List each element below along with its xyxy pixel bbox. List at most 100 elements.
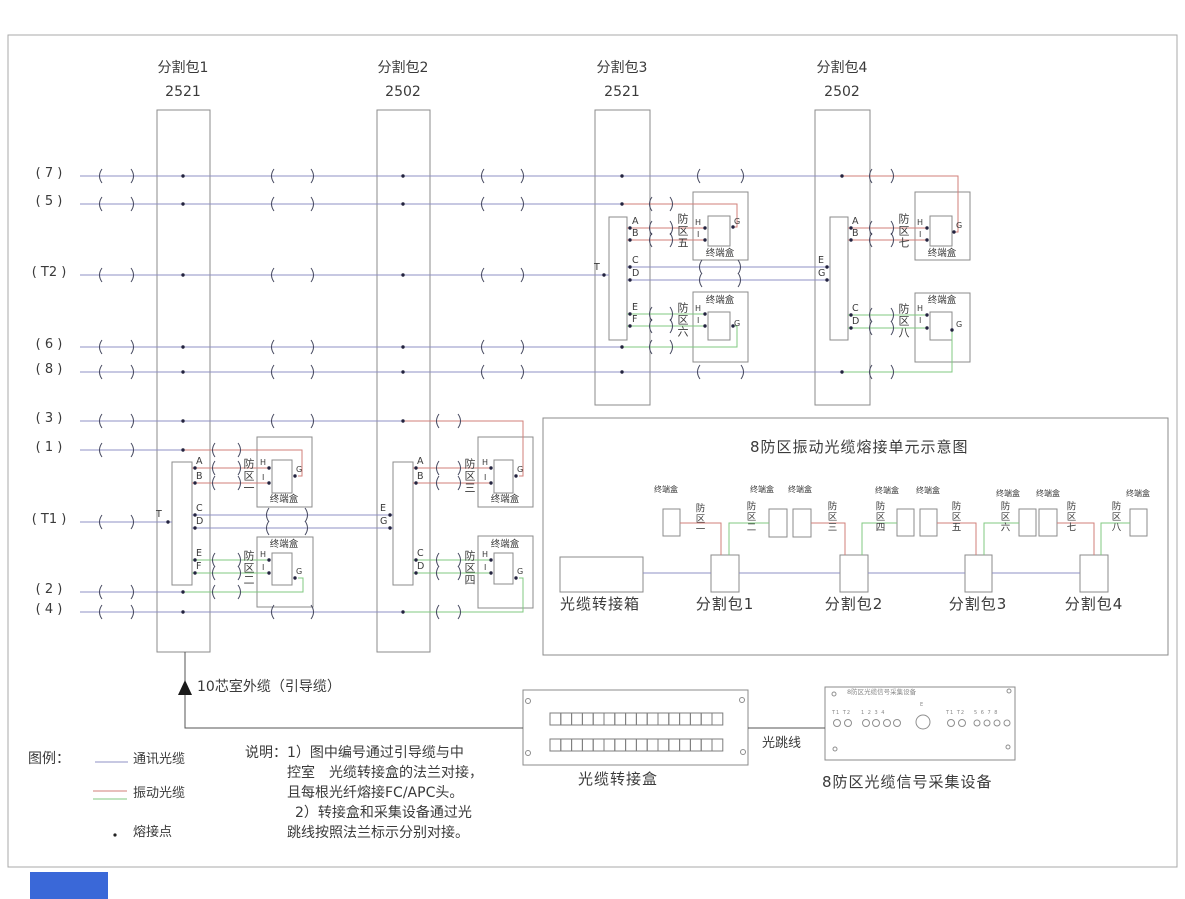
fiber-label-5: ( 5 ) <box>35 194 63 209</box>
unit1-port-t: T <box>156 509 162 520</box>
unit2-port-e: E <box>380 503 387 514</box>
sub-terminal-label: 终端盒 <box>1126 489 1150 498</box>
unit3-port-a: A <box>632 216 639 227</box>
package-box-3 <box>594 109 651 406</box>
unit2-port-g: G <box>380 516 388 527</box>
unit1-port-d: D <box>196 516 204 527</box>
zone-label-5: 防区五 <box>676 213 689 249</box>
fusion-splice-dots <box>166 174 956 614</box>
zone-label-1: 防区一 <box>242 458 255 494</box>
splice-unit-3 <box>608 216 628 341</box>
unit2-port-d: D <box>417 561 425 572</box>
sub-terminal-label: 终端盒 <box>916 486 940 495</box>
zone-label-4: 防区四 <box>463 550 476 586</box>
legend-comm-label: 通讯光缆 <box>133 752 186 767</box>
zone-label-8: 防区八 <box>897 303 910 339</box>
terminal-box-label: 终端盒 <box>927 248 957 259</box>
sub-terminal-label: 终端盒 <box>750 485 774 494</box>
tb3l-g: G <box>734 319 741 328</box>
tb1l-h: H <box>260 550 267 559</box>
unit4-port-g: G <box>818 268 826 279</box>
fiber-label-4: ( 4 ) <box>35 602 63 617</box>
unit1-port-c: C <box>196 503 203 514</box>
legend-splice-dot <box>113 833 117 837</box>
tb2l-h: H <box>482 550 489 559</box>
patch-panel <box>522 689 749 766</box>
sub-package-4 <box>1079 554 1109 593</box>
sub-zone-1: 防区一 <box>693 503 705 535</box>
unit3-port-t: T <box>594 262 600 273</box>
tb4l-g: G <box>956 320 963 329</box>
unit3-port-c: C <box>632 255 639 266</box>
terminal-box-label: 终端盒 <box>269 494 299 505</box>
sub-zone-5: 防区五 <box>949 501 961 533</box>
collector-device <box>824 686 1016 761</box>
package-3-code: 2521 <box>604 84 640 100</box>
unit1-port-f: F <box>196 561 202 572</box>
vibration-back-lines <box>93 313 1130 800</box>
tb4u-g: G <box>956 221 963 230</box>
patch-cord-label: 光跳线 <box>762 736 802 751</box>
tb2u-h: H <box>482 458 489 467</box>
note-line-2: 控室 光缆转接盒的法兰对接， <box>287 765 483 781</box>
sub-package-3-label: 分割包3 <box>948 595 1008 613</box>
tb2u-i: I <box>484 473 487 482</box>
fiber-label-7: ( 7 ) <box>35 166 63 181</box>
legend-splice-label: 熔接点 <box>133 825 173 840</box>
sub-zone-7: 防区七 <box>1064 501 1076 533</box>
unit2-port-c: C <box>417 548 424 559</box>
device-group-4-label: 5 6 7 8 <box>974 710 999 716</box>
device-panel-title: 8防区光缆信号采集设备 <box>847 688 917 696</box>
unit2-port-a: A <box>417 456 424 467</box>
package-1-title: 分割包1 <box>157 60 209 76</box>
unit1-port-e: E <box>196 548 203 559</box>
tb3u-g: G <box>734 217 741 226</box>
comm-fiber-lines <box>80 175 1080 763</box>
terminal-box-label: 终端盒 <box>269 539 299 550</box>
note-line-5: 跳线按照法兰标示分别对接。 <box>287 825 469 841</box>
sub-package-1 <box>710 554 740 593</box>
fiber-label-2: ( 2 ) <box>35 582 63 597</box>
splice-unit-1 <box>171 461 193 586</box>
device-group-3-label: T1 T2 <box>946 710 966 716</box>
patch-panel-flange-cells <box>549 712 724 752</box>
tb1l-g: G <box>296 567 303 576</box>
sub-terminal-label: 终端盒 <box>1036 489 1060 498</box>
terminal-box-label: 终端盒 <box>705 295 735 306</box>
sub-diagram-frame <box>542 417 1169 656</box>
tb1l-i: I <box>262 563 265 572</box>
cable-arrow-marker <box>178 680 192 695</box>
splice-unit-4 <box>829 216 849 341</box>
collector-label: 8防区光缆信号采集设备 <box>822 773 993 791</box>
terminal-boxes-inner <box>271 215 953 586</box>
note-line-4: 2）转接盒和采集设备通过光 <box>295 805 472 821</box>
sub-package-3 <box>964 554 993 593</box>
junction-box <box>559 556 644 593</box>
terminal-box-label: 终端盒 <box>927 295 957 306</box>
sub-package-1-label: 分割包1 <box>695 595 755 613</box>
package-3-title: 分割包3 <box>596 60 648 76</box>
fiber-label-3: ( 3 ) <box>35 411 63 426</box>
terminal-boxes-outer <box>256 191 971 609</box>
zone-label-6: 防区六 <box>676 302 689 338</box>
legend-vib-label: 振动光缆 <box>133 786 186 801</box>
legend-title: 图例： <box>28 751 70 767</box>
package-box-4 <box>814 109 871 406</box>
zone-label-3: 防区三 <box>463 458 476 494</box>
tb3l-h: H <box>695 304 702 313</box>
unit3-port-f: F <box>632 314 638 325</box>
drawing-border <box>7 34 1178 868</box>
blue-corner-artifact <box>30 872 108 899</box>
package-1-code: 2521 <box>165 84 201 100</box>
unit4-port-c: C <box>852 303 859 314</box>
sub-terminal-label: 终端盒 <box>875 486 899 495</box>
note-line-3: 且每根光纤熔接FC/APC头。 <box>287 785 464 801</box>
device-ports <box>831 688 1012 752</box>
sub-package-2 <box>839 554 869 593</box>
sub-terminal-label: 终端盒 <box>996 489 1020 498</box>
tb3u-h: H <box>695 218 702 227</box>
unit3-port-e: E <box>632 302 639 313</box>
fiber-label-6: ( 6 ) <box>35 337 63 352</box>
terminal-box-label: 终端盒 <box>490 539 520 550</box>
